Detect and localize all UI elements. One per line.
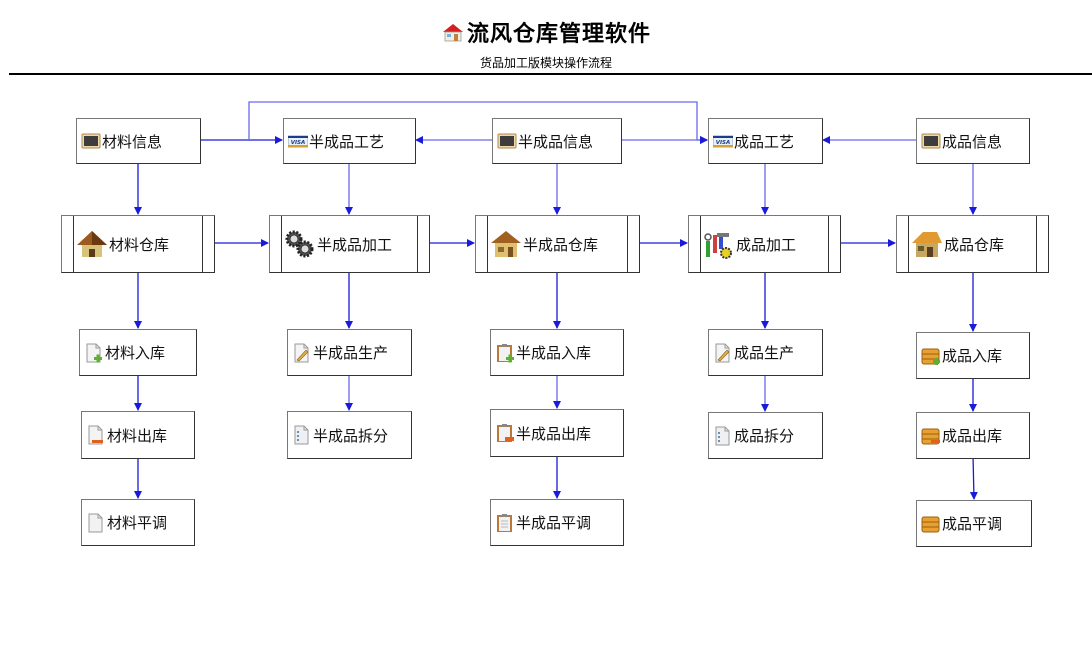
node-semi-process-tech[interactable]: VISA 半成品工艺 — [283, 118, 416, 164]
process-bar-left — [700, 216, 701, 272]
chest-remove-icon — [921, 426, 941, 446]
node-label: 半成品入库 — [516, 344, 592, 362]
node-label: 材料仓库 — [109, 235, 170, 254]
svg-text:VISA: VISA — [291, 140, 306, 146]
process-bar-left — [908, 216, 909, 272]
node-product-in[interactable]: 成品入库 — [916, 332, 1030, 379]
node-product-process-tech[interactable]: VISA 成品工艺 — [708, 118, 823, 164]
node-semi-warehouse[interactable]: 半成品仓库 — [475, 215, 640, 273]
node-label: 材料入库 — [105, 344, 166, 362]
visa-card-icon: VISA — [287, 131, 309, 151]
blackboard-icon — [921, 131, 941, 151]
node-label: 成品生产 — [734, 344, 795, 362]
node-material-warehouse[interactable]: 材料仓库 — [61, 215, 215, 273]
node-label: 成品加工 — [736, 235, 797, 254]
tools-icon — [703, 229, 735, 259]
chest-icon — [921, 514, 941, 534]
house-logo-icon — [441, 22, 465, 44]
document-icon — [86, 513, 106, 533]
node-semi-in[interactable]: 半成品入库 — [490, 329, 624, 376]
document-add-icon — [84, 343, 104, 363]
process-bar-right — [627, 216, 628, 272]
visa-card-icon: VISA — [712, 131, 734, 151]
app-title: 流风仓库管理软件 — [0, 16, 1092, 48]
document-edit-icon — [292, 343, 312, 363]
node-label: 半成品拆分 — [313, 426, 389, 445]
svg-text:VISA: VISA — [716, 140, 731, 146]
app-title-text: 流风仓库管理软件 — [466, 22, 651, 47]
house-icon — [490, 229, 522, 259]
node-semi-out[interactable]: 半成品出库 — [490, 409, 624, 457]
node-label: 成品出库 — [942, 427, 1003, 445]
process-bar-right — [417, 216, 418, 272]
node-label: 材料平调 — [107, 514, 168, 532]
node-label: 半成品加工 — [317, 235, 393, 254]
process-bar-right — [202, 216, 203, 272]
node-label: 半成品工艺 — [309, 132, 385, 151]
node-semi-adjust[interactable]: 半成品平调 — [490, 499, 624, 546]
header-divider — [9, 73, 1092, 75]
chest-add-icon — [921, 346, 941, 366]
page-subtitle: 货品加工版模块操作流程 — [479, 56, 612, 70]
clipboard-icon — [495, 513, 515, 533]
node-label: 半成品出库 — [516, 424, 592, 443]
node-label: 成品工艺 — [734, 132, 795, 151]
node-label: 半成品生产 — [313, 344, 389, 362]
node-material-out[interactable]: 材料出库 — [81, 411, 195, 459]
node-label: 成品入库 — [942, 347, 1003, 365]
document-list-icon — [292, 425, 312, 445]
house-icon — [911, 229, 943, 259]
process-bar-left — [281, 216, 282, 272]
process-bar-right — [1036, 216, 1037, 272]
node-label: 成品信息 — [942, 132, 1003, 151]
node-product-processing[interactable]: 成品加工 — [688, 215, 841, 273]
node-semi-split[interactable]: 半成品拆分 — [287, 411, 412, 459]
node-label: 半成品仓库 — [523, 235, 599, 254]
node-semi-processing[interactable]: 半成品加工 — [269, 215, 430, 273]
blackboard-icon — [497, 131, 517, 151]
node-label: 成品拆分 — [734, 427, 795, 445]
node-label: 成品仓库 — [944, 235, 1005, 254]
node-material-in[interactable]: 材料入库 — [79, 329, 197, 376]
document-edit-icon — [713, 343, 733, 363]
node-product-production[interactable]: 成品生产 — [708, 329, 823, 376]
node-product-split[interactable]: 成品拆分 — [708, 412, 823, 459]
process-bar-left — [487, 216, 488, 272]
node-product-out[interactable]: 成品出库 — [916, 412, 1030, 459]
node-product-adjust[interactable]: 成品平调 — [916, 500, 1032, 547]
node-label: 材料信息 — [102, 132, 163, 151]
clipboard-remove-icon — [495, 423, 515, 443]
hut-icon — [76, 229, 108, 259]
node-label: 成品平调 — [942, 515, 1003, 533]
edge-product-out-to-adjust — [969, 454, 978, 500]
gears-icon — [284, 229, 316, 259]
node-semi-production[interactable]: 半成品生产 — [287, 329, 412, 376]
process-bar-right — [828, 216, 829, 272]
node-material-adjust[interactable]: 材料平调 — [81, 499, 195, 546]
node-label: 材料出库 — [107, 426, 168, 445]
blackboard-icon — [81, 131, 101, 151]
clipboard-add-icon — [495, 343, 515, 363]
node-material-info[interactable]: 材料信息 — [76, 118, 201, 164]
document-remove-icon — [86, 425, 106, 445]
node-label: 半成品平调 — [516, 514, 592, 532]
document-list-icon — [713, 426, 733, 446]
node-semi-info[interactable]: 半成品信息 — [492, 118, 622, 164]
node-product-info[interactable]: 成品信息 — [916, 118, 1030, 164]
process-bar-left — [73, 216, 74, 272]
node-label: 半成品信息 — [518, 132, 594, 151]
node-product-warehouse[interactable]: 成品仓库 — [896, 215, 1049, 273]
